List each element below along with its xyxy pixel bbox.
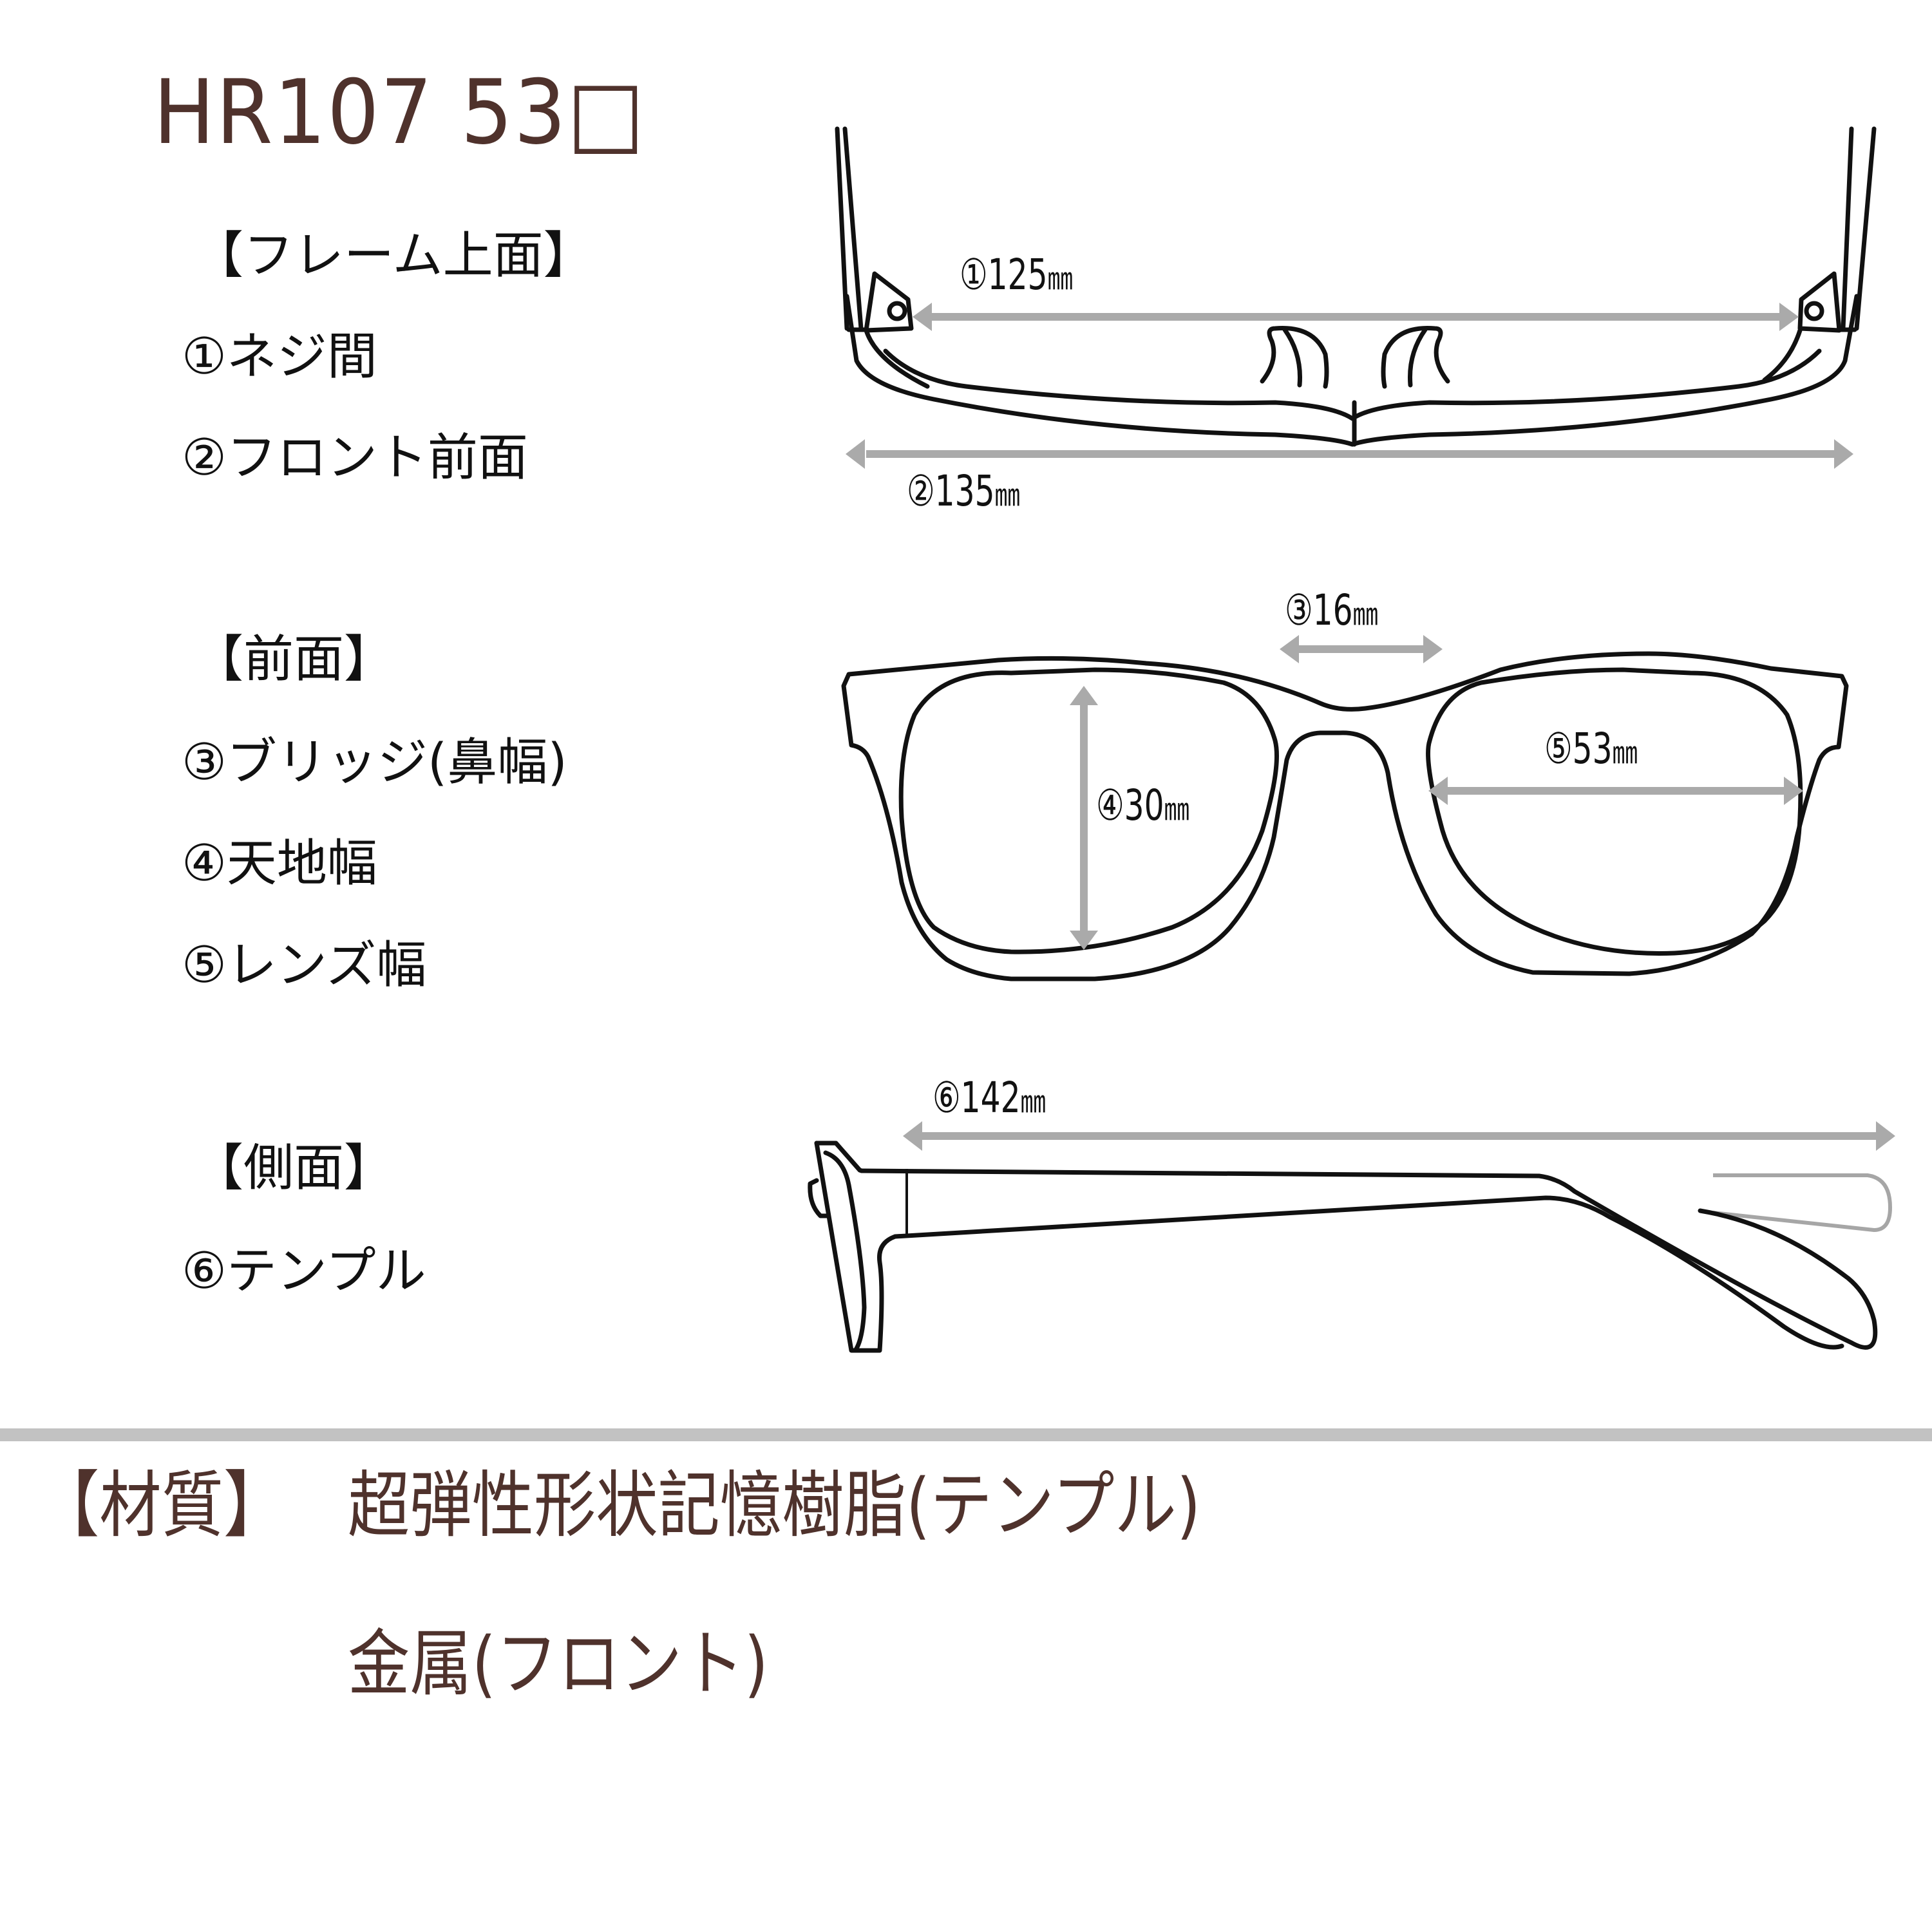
spec-item-front-width: ②フロント前面 [182, 429, 528, 487]
front-profile-top [814, 1141, 864, 1173]
dimension-label-screw-distance: ①125㎜ [960, 254, 1073, 296]
front-inner-edge [883, 348, 1822, 421]
front-profile-body [814, 1141, 898, 1353]
material-front: 金属(フロント) [348, 1622, 769, 1706]
marker: ⑤ [1544, 724, 1573, 773]
left-screw-icon [887, 301, 907, 321]
right-lens-outline [1426, 667, 1803, 956]
left-temple-inner [842, 126, 864, 331]
section-heading-front-view: 【前面】 [193, 630, 395, 688]
left-nose-pad-inner [1282, 327, 1302, 388]
unit: ㎜ [994, 477, 1020, 513]
spec-item-lens-height: ④天地幅 [182, 835, 377, 893]
section-divider [0, 1428, 1932, 1441]
arrowhead-right [1423, 635, 1443, 663]
front-profile-inner [823, 1150, 867, 1353]
value: 53 [1572, 724, 1613, 773]
arrowhead-left [1280, 635, 1299, 663]
side-view-drawing [808, 1121, 1895, 1353]
spec-item-lens-width: ⑤レンズ幅 [182, 936, 427, 994]
material-heading: 【材質】 [37, 1464, 286, 1548]
unit: ㎜ [1047, 261, 1073, 297]
arrowhead-left [903, 1121, 922, 1151]
left-hinge-block [864, 271, 914, 333]
dimension-label-lens-width: ⑤53㎜ [1544, 728, 1638, 770]
spec-item-screw-distance: ①ネジ間 [182, 328, 377, 386]
right-nose-pad-inner [1408, 327, 1428, 388]
right-temple-outer [1841, 126, 1854, 331]
arrowhead-left [1428, 777, 1448, 805]
left-temple-outer [835, 126, 849, 331]
left-nose-pad-icon [1260, 326, 1329, 389]
section-heading-top-view: 【フレーム上面】 [193, 227, 594, 285]
value: 30 [1124, 781, 1164, 830]
unit: ㎜ [1612, 735, 1638, 771]
marker: ② [907, 466, 935, 516]
unit: ㎜ [1164, 791, 1189, 828]
nose-pad-side-icon [808, 1178, 830, 1218]
dimension-label-front-width: ②135㎜ [907, 470, 1020, 513]
front-view-drawing [841, 635, 1849, 981]
value: 16 [1312, 585, 1353, 635]
unit: ㎜ [1352, 596, 1378, 632]
marker: ④ [1096, 781, 1124, 830]
arrowhead-right [1779, 303, 1799, 331]
marker: ③ [1285, 585, 1313, 635]
marker: ⑥ [933, 1073, 961, 1122]
arrowhead-left [913, 303, 932, 331]
arrowhead-right [1784, 777, 1803, 805]
front-frame-outline [841, 651, 1849, 981]
right-hinge-curve [1762, 328, 1803, 383]
right-temple-inner [1854, 126, 1877, 331]
folded-temple-ghost [1712, 1173, 1892, 1232]
arrowhead-right [1834, 439, 1853, 469]
spec-item-bridge: ③ブリッジ(鼻幅) [182, 734, 567, 791]
arrowhead-left [846, 439, 865, 469]
arrowhead-up [1070, 686, 1098, 705]
dimension-label-bridge: ③16㎜ [1285, 589, 1378, 632]
dimension-label-lens-height: ④30㎜ [1096, 784, 1189, 827]
unit: ㎜ [1020, 1084, 1046, 1120]
spec-item-temple: ⑥テンプル [182, 1242, 426, 1300]
temple-lower-edge [893, 1195, 1844, 1350]
right-screw-icon [1804, 301, 1824, 321]
left-hinge-curve [864, 328, 930, 389]
arrowhead-right [1876, 1121, 1895, 1151]
right-nose-pad-icon [1381, 326, 1450, 389]
value: 125 [987, 250, 1048, 299]
material-temple: 超弾性形状記憶樹脂(テンプル) [348, 1464, 1201, 1548]
temple-outline [859, 1168, 1878, 1350]
left-lens-outline [898, 667, 1279, 954]
section-heading-side-view: 【側面】 [193, 1139, 395, 1197]
front-outer-edge [844, 294, 1859, 447]
value: 142 [960, 1073, 1021, 1122]
dimension-label-temple-length: ⑥142㎜ [933, 1077, 1046, 1119]
marker: ① [960, 250, 988, 299]
arrowhead-down [1070, 931, 1098, 950]
model-title: HR107 53□ [153, 61, 646, 164]
value: 135 [934, 466, 995, 516]
right-hinge-block [1797, 271, 1842, 333]
